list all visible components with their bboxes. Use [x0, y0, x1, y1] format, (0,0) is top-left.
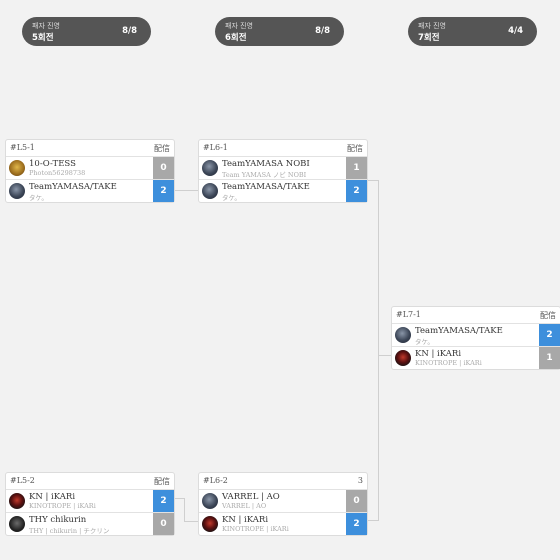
player-row[interactable]: 10-O-TESS Photon56298738 0 [6, 156, 174, 179]
round-name: 5회전 [32, 33, 54, 43]
score-badge: 0 [153, 513, 174, 535]
bracket-connector [378, 355, 392, 356]
player-tag: KINOTROPE | iKARi [415, 359, 482, 367]
stream-link[interactable]: 配信 [154, 144, 170, 153]
score-badge: 2 [539, 324, 560, 346]
player-row[interactable]: TeamYAMASA/TAKE タケ。 2 [6, 179, 174, 202]
player-name: KN | iKARi [222, 515, 269, 525]
round-name: 7회전 [418, 33, 440, 43]
bracket-connector [378, 180, 379, 521]
match-header: #L5-1 配信 [6, 140, 174, 156]
match-id: #L7-1 [396, 310, 421, 319]
round-progress-count: 8/8 [122, 26, 137, 36]
player-row[interactable]: TeamYAMASA/TAKE タケ。 2 [392, 323, 560, 346]
avatar [202, 516, 218, 532]
stream-link[interactable]: 配信 [154, 477, 170, 486]
match-header: #L7-1 配信 [392, 307, 560, 323]
round-progress-count: 4/4 [508, 26, 523, 36]
match-id: #L5-2 [10, 476, 35, 485]
player-tag: タケ。 [29, 194, 48, 202]
player-row[interactable]: TeamYAMASA/TAKE タケ。 2 [199, 179, 367, 202]
round-bracket-label: 패자 진영 [32, 22, 60, 30]
avatar [9, 493, 25, 509]
player-row[interactable]: KN | iKARi KINOTROPE | iKARi 2 [6, 489, 174, 512]
player-tag: タケ。 [415, 338, 434, 346]
avatar [395, 327, 411, 343]
player-row[interactable]: TeamYAMASA NOBI Team YAMASA ノビ NOBI 1 [199, 156, 367, 179]
player-name: TeamYAMASA NOBI [222, 159, 310, 169]
bracket-connector [368, 520, 379, 521]
score-badge: 0 [346, 490, 367, 512]
avatar [202, 493, 218, 509]
bracket-connector [184, 498, 185, 521]
score-badge: 1 [539, 347, 560, 369]
round-header-losers-5[interactable]: 패자 진영 5회전 8/8 [22, 17, 151, 46]
match-header: #L5-2 配信 [6, 473, 174, 489]
avatar [395, 350, 411, 366]
score-badge: 2 [153, 490, 174, 512]
score-badge: 2 [346, 180, 367, 202]
player-row[interactable]: KN | iKARi KINOTROPE | iKARi 1 [392, 346, 560, 369]
player-tag: KINOTROPE | iKARi [29, 502, 96, 510]
score-badge: 2 [153, 180, 174, 202]
bracket-connector [175, 498, 185, 499]
player-name: KN | iKARi [415, 349, 462, 359]
avatar [9, 516, 25, 532]
avatar [202, 160, 218, 176]
round-bracket-label: 패자 진영 [418, 22, 446, 30]
player-row[interactable]: KN | iKARi KINOTROPE | iKARi 2 [199, 512, 367, 535]
score-badge: 2 [346, 513, 367, 535]
player-name: THY chikurin [29, 515, 87, 525]
match-card-l5-1[interactable]: #L5-1 配信 10-O-TESS Photon56298738 0 Team… [5, 139, 175, 203]
round-header-losers-7[interactable]: 패자 진영 7회전 4/4 [408, 17, 537, 46]
player-tag: KINOTROPE | iKARi [222, 525, 289, 533]
round-bracket-label: 패자 진영 [225, 22, 253, 30]
match-id: #L6-1 [203, 143, 228, 152]
player-tag: THY | chikurin | チクリン [29, 527, 110, 535]
round-header-losers-6[interactable]: 패자 진영 6회전 8/8 [215, 17, 344, 46]
bracket-connector [368, 180, 379, 181]
match-card-l5-2[interactable]: #L5-2 配信 KN | iKARi KINOTROPE | iKARi 2 … [5, 472, 175, 536]
bracket-connector [175, 190, 199, 191]
player-row[interactable]: VARREL | AO VARREL | AO 0 [199, 489, 367, 512]
round-progress-count: 8/8 [315, 26, 330, 36]
player-name: TeamYAMASA/TAKE [29, 182, 117, 192]
player-tag: Team YAMASA ノビ NOBI [222, 171, 307, 179]
player-row[interactable]: THY chikurin THY | chikurin | チクリン 0 [6, 512, 174, 535]
player-name: TeamYAMASA/TAKE [222, 182, 310, 192]
player-name: VARREL | AO [222, 492, 280, 502]
avatar [9, 183, 25, 199]
match-card-l6-2[interactable]: #L6-2 3 VARREL | AO VARREL | AO 0 KN | i… [198, 472, 368, 536]
match-header: #L6-1 配信 [199, 140, 367, 156]
stream-link[interactable]: 配信 [540, 311, 556, 320]
bracket-connector [184, 521, 199, 522]
player-tag: Photon56298738 [29, 169, 86, 177]
match-card-l7-1[interactable]: #L7-1 配信 TeamYAMASA/TAKE タケ。 2 KN | iKAR… [391, 306, 560, 370]
match-card-l6-1[interactable]: #L6-1 配信 TeamYAMASA NOBI Team YAMASA ノビ … [198, 139, 368, 203]
round-name: 6회전 [225, 33, 247, 43]
avatar [202, 183, 218, 199]
match-id: #L5-1 [10, 143, 35, 152]
stream-link[interactable]: 配信 [347, 144, 363, 153]
match-header: #L6-2 3 [199, 473, 367, 489]
player-tag: VARREL | AO [222, 502, 267, 510]
player-name: KN | iKARi [29, 492, 76, 502]
avatar [9, 160, 25, 176]
score-badge: 0 [153, 157, 174, 179]
score-badge: 1 [346, 157, 367, 179]
match-id: #L6-2 [203, 476, 228, 485]
player-name: 10-O-TESS [29, 159, 76, 169]
player-name: TeamYAMASA/TAKE [415, 326, 503, 336]
stream-count: 3 [357, 476, 363, 485]
player-tag: タケ。 [222, 194, 241, 202]
